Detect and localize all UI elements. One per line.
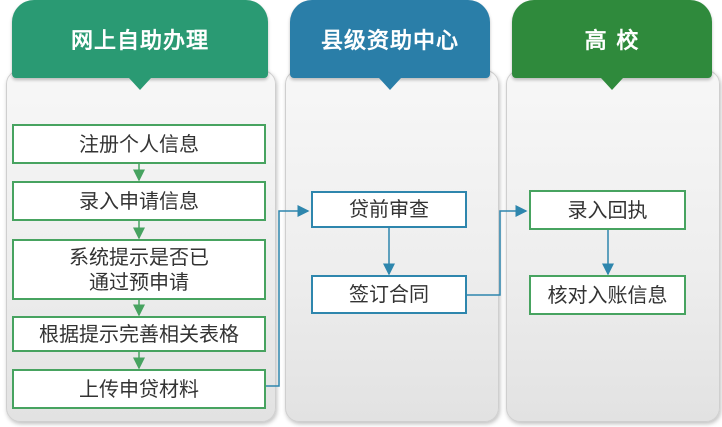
step-complete-forms: 根据提示完善相关表格 [12, 316, 266, 352]
header-county-pointer [379, 78, 401, 90]
panel-university [506, 70, 720, 422]
step-upload-materials: 上传申贷材料 [12, 369, 266, 409]
arrow-contract-to-receipt [466, 205, 528, 296]
step-system-prompt: 系统提示是否已 通过预申请 [12, 239, 266, 300]
panel-county [285, 70, 499, 422]
header-online-pointer [129, 78, 151, 90]
step-enter-application: 录入申请信息 [12, 181, 266, 221]
header-university: 高 校 [512, 0, 712, 78]
step-enter-receipt: 录入回执 [529, 190, 686, 230]
step-verify-account: 核对入账信息 [529, 275, 686, 315]
arrow-upload-to-review [266, 205, 310, 387]
step-sign-contract: 签订合同 [311, 275, 467, 314]
step-pre-loan-review: 贷前审查 [311, 191, 467, 228]
header-county: 县级资助中心 [290, 0, 490, 78]
step-register: 注册个人信息 [12, 124, 266, 164]
header-online: 网上自助办理 [12, 0, 268, 78]
header-university-pointer [601, 78, 623, 90]
